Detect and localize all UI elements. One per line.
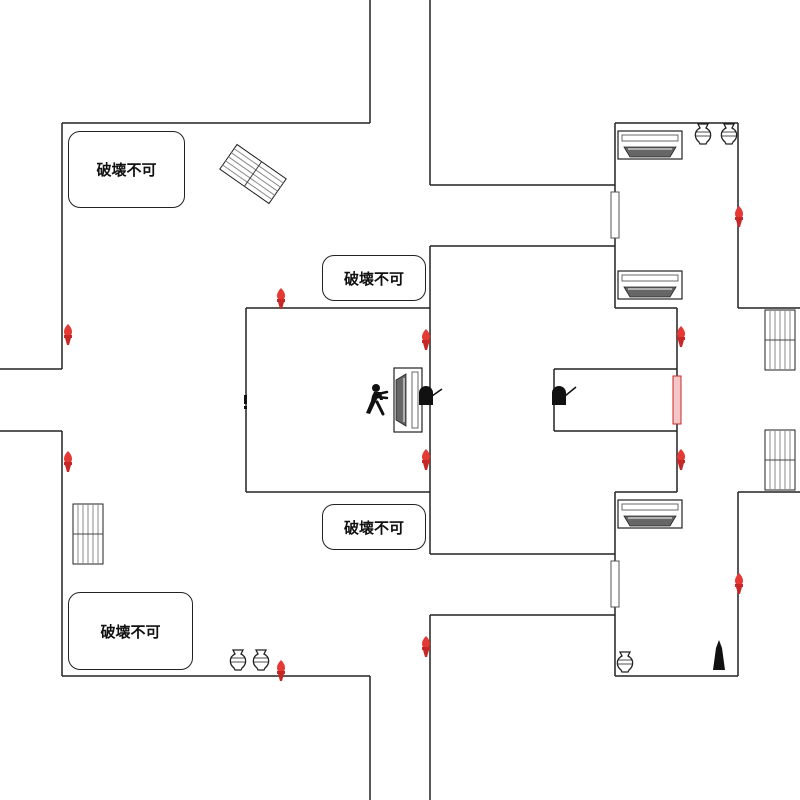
vase-icon (252, 649, 270, 671)
crate-icon[interactable] (764, 429, 796, 491)
torch-icon (422, 636, 430, 657)
bench-icon (617, 499, 683, 529)
indestructible-label: 破壊不可 (68, 131, 185, 208)
vase-icon (616, 651, 634, 673)
torch-icon (735, 573, 743, 594)
crate-icon[interactable] (764, 309, 796, 371)
torch-icon (735, 206, 743, 227)
torch-icon (422, 329, 430, 350)
bench-icon (617, 270, 683, 300)
vase-icon (694, 123, 712, 145)
indestructible-label: 破壊不可 (68, 592, 193, 670)
torch-icon (64, 324, 72, 345)
door[interactable] (610, 560, 620, 608)
torch-icon (677, 326, 685, 347)
vase-icon (229, 649, 247, 671)
exclamation-marker (244, 395, 247, 409)
vase-icon (720, 123, 738, 145)
bench-icon[interactable] (393, 367, 423, 433)
torch-icon (422, 449, 430, 470)
player-pushing-icon (366, 384, 389, 416)
door[interactable] (610, 191, 620, 239)
indestructible-label: 破壊不可 (322, 504, 426, 550)
bench-icon (617, 130, 683, 160)
torch-icon (677, 449, 685, 470)
highlighted-door[interactable] (672, 375, 682, 425)
torch-icon (64, 451, 72, 472)
obelisk-icon (713, 640, 725, 670)
torch-icon (277, 660, 285, 681)
cannon-icon (552, 386, 577, 405)
crate-icon[interactable] (72, 503, 104, 565)
torch-icon (277, 288, 285, 309)
crate-icon[interactable] (219, 144, 287, 204)
indestructible-label: 破壊不可 (322, 255, 426, 301)
cannon-icon (419, 386, 443, 405)
